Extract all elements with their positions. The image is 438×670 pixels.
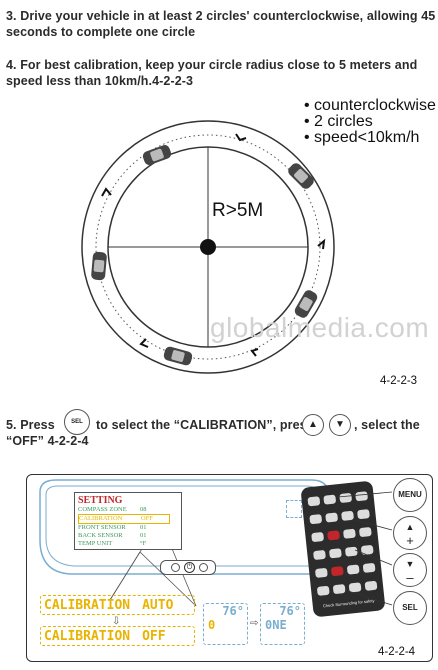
direction-arrow-icon [101,187,112,197]
step-5-text-part-3: , select the [354,418,420,432]
requirement-item: • 2 circles [304,113,373,130]
power-icon[interactable]: ⏻ [184,562,195,573]
settings-title: SETTING [78,495,123,506]
direction-arrow-icon [250,348,259,357]
mirror-button[interactable] [199,563,208,572]
step-3-line-2: seconds to complete one circle [6,25,196,39]
radius-label: R>5M [212,200,264,221]
mini-display-1: 76° 0 [203,603,248,645]
car-icon [91,251,107,281]
watermark: globalmedia.com [210,312,430,343]
requirements-list: • counterclockwise • 2 circles • speed<1… [304,98,436,146]
settings-row[interactable]: TEMP UNIT°F [78,540,147,547]
step-5-text-part-2: to select the “CALIBRATION”, press [96,418,314,432]
direction-arrow-icon [317,238,326,250]
mirror-button-bar: ⏻ [160,560,216,575]
up-button[interactable]: ▲+ [393,516,427,550]
step-4-line-2: speed less than 10km/h.4-2-2-3 [6,74,194,88]
car-icon [163,346,193,366]
direction-arrow-icon [139,338,149,348]
requirement-item: • speed<10km/h [304,129,420,146]
mirror-indicator [286,500,302,518]
step-4-line-1: 4. For best calibration, keep your circl… [6,58,418,72]
step-3-line-1: 3. Drive your vehicle in at least 2 circ… [6,9,436,23]
direction-arrow-icon [235,133,247,142]
mirror-button[interactable] [171,563,180,572]
car-icon [288,163,314,189]
mini-display-2: 76° 0NE [260,603,305,645]
transition-arrow-icon: ⇨ [250,618,259,629]
mirror-figure-frame [26,474,433,662]
transition-arrow-icon: ⇩ [112,616,121,627]
circle-center-dot [200,239,216,255]
figure-label-1: 4-2-2-3 [380,375,418,387]
sel-button-icon: SEL [64,409,90,435]
down-button-icon: ▼ [329,414,351,436]
down-button[interactable]: ▼– [393,553,427,587]
step-5-line-2: “OFF” 4-2-2-4 [6,434,89,448]
sel-button[interactable]: SEL [393,591,427,625]
up-button-icon: ▲ [302,414,324,436]
step-3-text: 3. Drive your vehicle in at least 2 circ… [6,8,436,40]
car-icon [294,290,318,318]
down-arrow-icon: ▼ [405,559,415,569]
driving-circle-diagram [81,120,335,374]
car-icon [142,145,172,165]
requirement-item: • counterclockwise [304,97,436,114]
figure-label-2: 4-2-2-4 [378,646,416,658]
step-4-text: 4. For best calibration, keep your circl… [6,57,436,89]
up-arrow-icon: ▲ [405,522,415,532]
step-5-text-part-1: 5. Press [6,418,55,432]
menu-button[interactable]: MENU [393,478,427,512]
